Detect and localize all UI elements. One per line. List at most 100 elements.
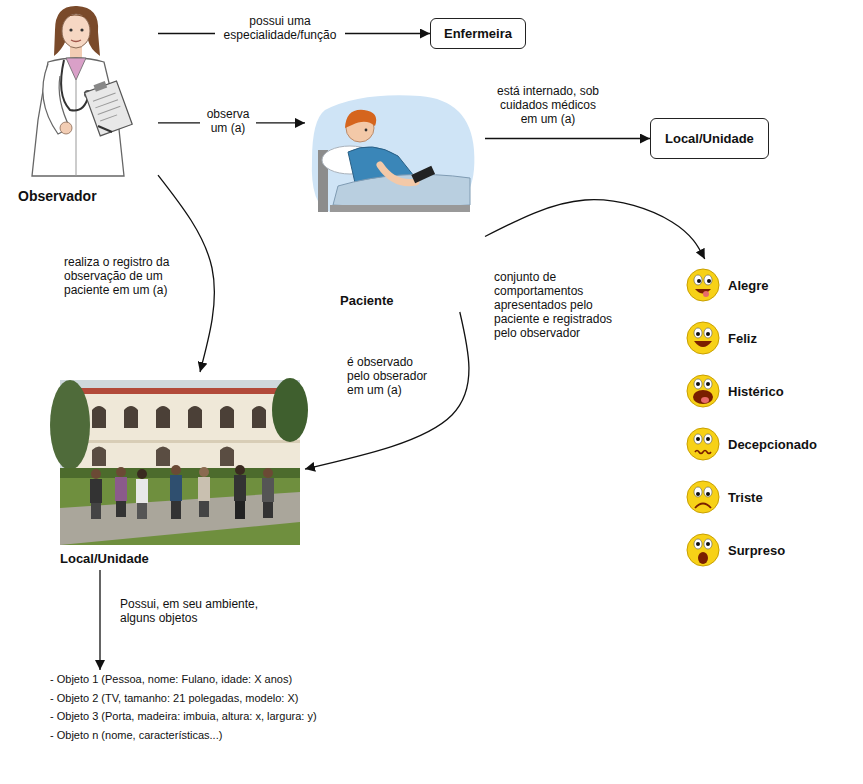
- emoji-feliz: [696, 332, 700, 336]
- node-text: - Objeto 3 (Porta, madeira: imbuia, altu…: [50, 707, 480, 726]
- unit-photo: [235, 501, 245, 519]
- nurse-illustration: [83, 77, 132, 136]
- object-list: - Objeto 1 (Pessoa, nome: Fulano, idade:…: [50, 670, 480, 744]
- emoji-triste: [706, 492, 710, 496]
- patient-figure: Paciente: [305, 90, 485, 312]
- patient-illustration: [312, 95, 475, 212]
- unit-photo: [137, 469, 147, 479]
- unit-photo: [136, 479, 148, 503]
- emoji-decepcionado: [704, 434, 712, 444]
- node-text: - Objeto n (nome, características...): [50, 726, 480, 745]
- unit-photo: [91, 469, 101, 479]
- unit-photo: [75, 440, 300, 443]
- emoji-historico: [696, 382, 700, 386]
- connector-arrow: [485, 138, 650, 139]
- unit-photo: [60, 380, 300, 545]
- emoji-alegre: [687, 269, 719, 301]
- patient-illustration: [312, 95, 475, 212]
- nurse-illustration: [62, 14, 90, 48]
- emotion-list: AlegreFelizHistéricoDecepcionadoTristeSu…: [682, 259, 857, 577]
- unit-photo: [199, 467, 209, 477]
- unit-photo: [60, 468, 300, 545]
- emoji-historico: [706, 382, 710, 386]
- nurse-illustration: [76, 80, 77, 176]
- emoji-alegre: [703, 291, 709, 297]
- emoji-decepcionado: [687, 428, 719, 460]
- emoji-feliz: [694, 328, 702, 338]
- emoji-historico: [687, 375, 719, 407]
- unit-photo-node: Local/Unidade: [55, 372, 305, 570]
- unit-photo: [272, 378, 308, 442]
- unit-photo: [115, 477, 127, 501]
- edge-label: possui uma especialidade/função: [215, 14, 345, 42]
- unit-photo: [171, 501, 181, 519]
- emoji-triste: [704, 487, 712, 497]
- node-text: - Objeto 1 (Pessoa, nome: Fulano, idade:…: [50, 670, 480, 689]
- nurse-illustration: [61, 60, 88, 110]
- unit-photo: [235, 465, 245, 475]
- edge-label: Possui, em seu ambiente, alguns objetos: [118, 597, 293, 625]
- emoji-surpreso: [698, 552, 708, 564]
- emoji-surpreso: [706, 542, 710, 546]
- node-text: Local/Unidade: [55, 551, 305, 570]
- node-text: Local/Unidade: [665, 131, 754, 146]
- nurse-illustration: [80, 28, 83, 31]
- emoji-decepcionado: [706, 437, 710, 441]
- nurse-illustration: [93, 93, 123, 121]
- unit-photo: [50, 380, 90, 470]
- emoji-triste: [696, 492, 700, 496]
- emoji-feliz: [687, 322, 719, 354]
- unit-photo: [75, 392, 300, 472]
- emoji-alegre: [697, 279, 701, 283]
- edge-label: está internado, sob cuidados médicos em …: [492, 84, 604, 126]
- nurse-illustration: [60, 122, 72, 134]
- emoji-decepcionado: [694, 434, 702, 444]
- nurse-illustration: [69, 28, 72, 31]
- nurse-illustration: [98, 126, 112, 132]
- node-text: Decepcionado: [682, 418, 857, 471]
- patient-illustration: [345, 110, 376, 128]
- unit-photo: [90, 465, 274, 519]
- nurse-illustration: [32, 6, 132, 176]
- unit-photo: [198, 477, 210, 501]
- unit-photo: [92, 447, 234, 467]
- node-text: Paciente: [305, 293, 485, 312]
- emoji-decepcionado: [695, 451, 711, 454]
- emoji-historico: [693, 390, 713, 404]
- emoji-historico: [687, 375, 719, 407]
- emoji-feliz: [687, 322, 719, 354]
- node-text: Alegre: [682, 259, 857, 312]
- unit-photo: [75, 388, 300, 394]
- emoji-decepcionado: [687, 428, 719, 460]
- emoji-triste: [694, 487, 702, 497]
- unit-box: Local/Unidade: [650, 118, 769, 159]
- unit-photo: [199, 501, 209, 517]
- unit-photo: [171, 465, 181, 475]
- patient-illustration: [411, 166, 435, 183]
- node-text: Triste: [682, 471, 857, 524]
- node-text: Histérico: [682, 365, 857, 418]
- nurse-illustration: [71, 40, 81, 42]
- unit-photo: [234, 475, 246, 501]
- emoji-historico: [704, 379, 712, 389]
- emoji-triste: [687, 481, 719, 513]
- nurse-illustration: [60, 15, 92, 22]
- emoji-triste: [695, 504, 711, 509]
- unit-photo: [170, 475, 182, 501]
- nurse-illustration: [32, 58, 124, 176]
- unit-photo: [137, 503, 147, 519]
- observer-figure: Observador: [8, 2, 158, 208]
- nurse-illustration: [85, 81, 133, 136]
- unit-photo: [116, 467, 126, 477]
- emoji-alegre: [694, 275, 702, 285]
- emoji-surpreso: [696, 542, 700, 546]
- emoji-feliz: [704, 328, 712, 338]
- edge-label: realiza o registro da observação de um p…: [62, 255, 172, 297]
- emoji-historico: [694, 379, 702, 389]
- emoji-historico: [701, 397, 709, 403]
- connector-arrow: [485, 200, 705, 259]
- unit-photo: [92, 406, 266, 428]
- emoji-surpreso: [687, 534, 719, 566]
- emoji-surpreso: [687, 534, 719, 566]
- emoji-feliz: [706, 332, 710, 336]
